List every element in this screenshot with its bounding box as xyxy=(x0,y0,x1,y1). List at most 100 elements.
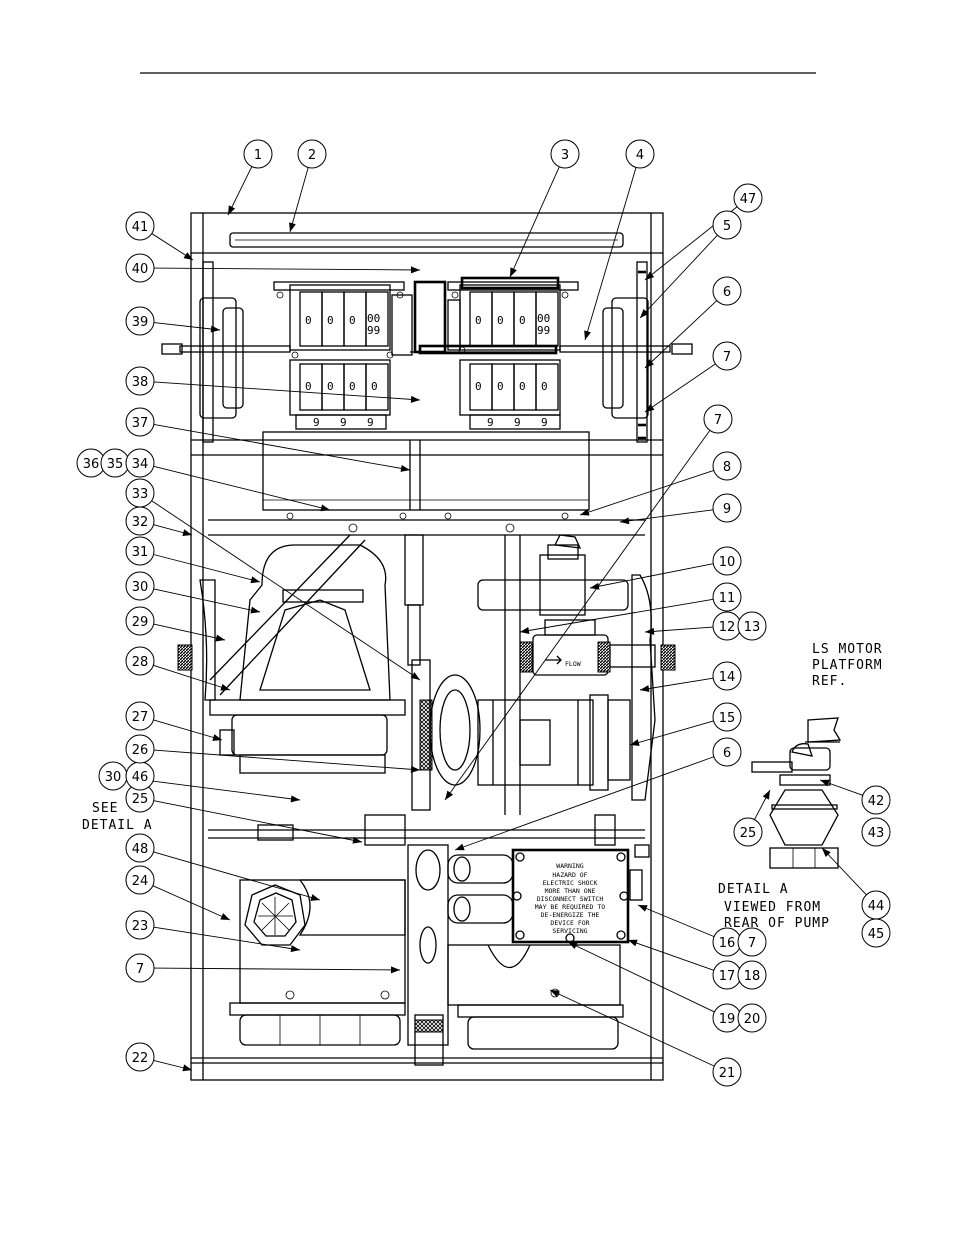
leader-arrow-c5 xyxy=(640,309,649,318)
callout-bubble-c40 xyxy=(125,253,155,283)
callout-label-c39: 39 xyxy=(132,315,149,330)
leader-arrow-c30a xyxy=(250,606,260,614)
leader-line-c6a xyxy=(644,300,718,369)
leader-arrow-c7d xyxy=(390,966,400,974)
left-upper-digit-4: 00 xyxy=(367,312,380,325)
left-bottom-digit-2: 9 xyxy=(340,416,347,429)
leader-arrow-c19 xyxy=(568,942,578,950)
leader-line-c16 xyxy=(637,904,715,938)
callout-bubble-c7c xyxy=(737,927,767,957)
callout-label-c17: 17 xyxy=(719,969,736,984)
leader-arrow-c11 xyxy=(520,627,530,634)
callout-label-c14: 14 xyxy=(719,670,736,685)
right-upper-digit-3: 0 xyxy=(519,314,526,327)
callout-label-c11: 11 xyxy=(719,591,736,606)
callout-bubble-c45 xyxy=(861,918,891,948)
callout-label-c22: 22 xyxy=(132,1051,149,1066)
leader-arrow-c2 xyxy=(289,222,296,232)
callout-bubble-c1 xyxy=(243,139,273,169)
callout-bubble-c7d xyxy=(125,953,155,983)
callout-label-c44: 44 xyxy=(868,899,885,914)
callout-label-c23: 23 xyxy=(132,919,149,934)
callout-label-c4: 4 xyxy=(636,148,644,163)
callout-bubble-c22 xyxy=(125,1042,155,1072)
warning-line-1: HAZARD OF xyxy=(552,871,587,879)
leader-line-c6b xyxy=(454,756,714,851)
leader-arrow-c3 xyxy=(510,267,517,277)
left-hatch-block xyxy=(177,644,193,671)
leader-arrow-c4 xyxy=(584,330,591,340)
callout-label-c7a: 7 xyxy=(723,350,731,365)
leader-line-c21 xyxy=(549,989,715,1067)
leader-line-c25a xyxy=(153,800,363,843)
callout-label-c7d: 7 xyxy=(136,962,144,977)
leader-arrow-c8 xyxy=(580,508,590,516)
callout-label-c7c: 7 xyxy=(748,936,756,951)
callout-bubble-c11 xyxy=(712,582,742,612)
leader-arrow-c48 xyxy=(310,894,320,901)
callout-bubble-c14 xyxy=(712,661,742,691)
callout-bubble-c24 xyxy=(125,865,155,895)
warning-line-3: MORE THAN ONE xyxy=(545,887,596,895)
right-upper-digit-2: 0 xyxy=(497,314,504,327)
left-upper-digit-3: 0 xyxy=(349,314,356,327)
leader-line-c8 xyxy=(579,470,714,516)
callout-label-c43: 43 xyxy=(868,826,885,841)
leader-arrow-c28 xyxy=(220,683,230,691)
callout-bubble-c43 xyxy=(861,817,891,847)
left-lower-digit-4: 0 xyxy=(371,380,378,393)
cabinet-frame xyxy=(190,212,664,1081)
see-detail-line2: DETAIL A xyxy=(82,818,153,833)
leader-line-c33 xyxy=(151,500,421,681)
leader-line-c4 xyxy=(584,167,637,341)
callout-label-c28: 28 xyxy=(132,655,149,670)
warning-line-8: SERVICING xyxy=(552,927,587,935)
right-upper-digit-1: 0 xyxy=(475,314,482,327)
warning-line-6: DE-ENERGIZE THE xyxy=(541,911,600,919)
leader-line-c27 xyxy=(153,719,223,741)
callout-label-c6a: 6 xyxy=(723,285,731,300)
leader-line-c2 xyxy=(289,167,309,233)
leader-arrow-c22 xyxy=(182,1064,192,1072)
left-lower-digit-1: 0 xyxy=(305,380,312,393)
warning-line-7: DEVICE FOR xyxy=(550,919,589,927)
callout-bubble-c6a xyxy=(712,276,742,306)
leader-line-c39 xyxy=(153,322,221,331)
leader-arrow-c32 xyxy=(182,529,192,537)
callout-label-c29: 29 xyxy=(132,615,149,630)
warning-line-2: ELECTRIC SHOCK xyxy=(543,879,598,887)
callout-label-c31: 31 xyxy=(132,545,149,560)
callout-bubble-c41 xyxy=(125,211,155,241)
leader-line-c28 xyxy=(153,664,231,691)
callout-bubble-c4 xyxy=(625,139,655,169)
leader-arrow-c47 xyxy=(645,271,655,280)
callout-bubble-c23 xyxy=(125,910,155,940)
callout-bubble-c26 xyxy=(125,734,155,764)
callout-label-c40: 40 xyxy=(132,262,149,277)
callout-bubble-c8 xyxy=(712,451,742,481)
callout-label-c27: 27 xyxy=(132,710,149,725)
left-upper-digit-1: 0 xyxy=(305,314,312,327)
leader-arrow-c31 xyxy=(250,576,260,584)
leader-line-c5 xyxy=(639,234,718,319)
left-lower-digit-2: 0 xyxy=(327,380,334,393)
leader-line-c19 xyxy=(567,941,715,1013)
right-lower-digit-1: 0 xyxy=(475,380,482,393)
see-detail-line1: SEE xyxy=(92,801,118,816)
left-bottom-digit-1: 9 xyxy=(313,416,320,429)
callout-bubble-c37 xyxy=(125,407,155,437)
leader-arrow-c37 xyxy=(400,464,410,472)
callout-bubble-c27 xyxy=(125,701,155,731)
leader-line-c7d xyxy=(153,967,401,971)
leader-line-c17 xyxy=(627,939,714,971)
callout-label-c30a: 30 xyxy=(132,580,149,595)
right-hatch-block xyxy=(660,644,676,671)
callout-label-c47: 47 xyxy=(740,192,757,207)
leader-arrow-c44 xyxy=(822,848,831,857)
warning-line-5: MAY BE REQUIRED TO xyxy=(535,903,606,911)
left-upper-digit-5: 99 xyxy=(367,324,380,337)
callout-bubble-c3 xyxy=(550,139,580,169)
callout-bubble-c5 xyxy=(712,210,742,240)
callout-label-c7b: 7 xyxy=(714,413,722,428)
leader-arrow-c21 xyxy=(550,990,560,997)
